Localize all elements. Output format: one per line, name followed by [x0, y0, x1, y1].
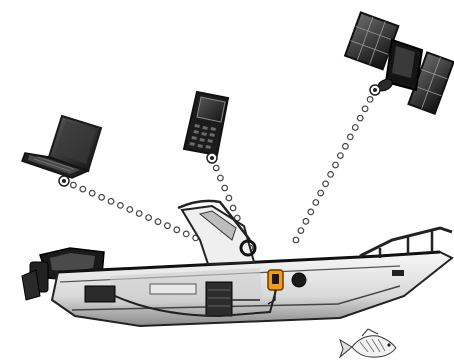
- link-dot-satellite: [367, 97, 373, 103]
- link-dot-satellite: [338, 153, 344, 159]
- link-dot-laptop: [89, 190, 95, 196]
- link-dot-satellite: [313, 200, 319, 206]
- link-dot-laptop: [71, 182, 77, 188]
- link-dot-satellite: [293, 237, 299, 243]
- link-dot-satellite: [308, 209, 314, 215]
- link-dot-laptop: [99, 195, 105, 201]
- link-dot-phone: [218, 175, 224, 181]
- link-dot-laptop: [155, 219, 161, 225]
- link-dot-satellite: [362, 106, 368, 112]
- link-dot-laptop: [80, 186, 86, 192]
- fish-icon: [340, 329, 396, 357]
- link-dot-satellite: [343, 144, 349, 150]
- laptop-icon: [22, 116, 101, 186]
- link-dot-satellite: [353, 125, 359, 131]
- link-dot-laptop: [118, 203, 124, 209]
- link-dot-laptop: [183, 231, 189, 237]
- mobile-phone-icon: [184, 92, 228, 163]
- link-dot-satellite: [323, 181, 329, 187]
- link-dot-phone: [226, 195, 232, 201]
- link-dot-laptop: [174, 227, 180, 233]
- link-dot-phone: [222, 185, 228, 191]
- link-dot-satellite: [298, 228, 304, 234]
- link-dot-satellite: [303, 219, 309, 225]
- link-dot-laptop: [108, 199, 114, 205]
- link-dot-phone: [213, 165, 219, 171]
- link-dot-satellite: [318, 190, 324, 196]
- link-dot-satellite: [348, 134, 354, 140]
- link-dot-laptop: [165, 223, 171, 229]
- link-dot-satellite: [328, 172, 334, 178]
- link-dot-laptop: [146, 215, 152, 221]
- link-dot-laptop: [136, 211, 142, 217]
- link-dot-phone: [230, 205, 236, 211]
- link-dot-satellite: [333, 162, 339, 168]
- satellite-icon: [345, 12, 454, 113]
- link-dot-laptop: [127, 207, 133, 213]
- link-dot-satellite: [357, 115, 363, 121]
